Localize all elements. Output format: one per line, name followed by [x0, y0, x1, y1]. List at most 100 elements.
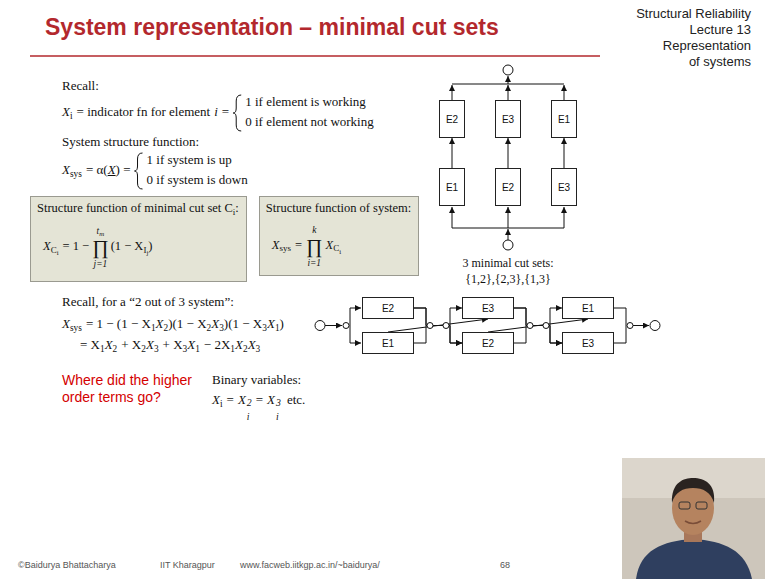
formula-text: 2 — [113, 344, 118, 354]
node-content: E1 — [558, 114, 570, 125]
element-label: E1 — [446, 182, 458, 193]
text-line: = X1X2+ X2X3+ X3X1− 2X1X2X3 — [80, 337, 260, 355]
formula-text: Structure function of system: — [266, 201, 411, 215]
element-box: E1 — [362, 332, 414, 354]
element-box: E2 — [462, 332, 514, 354]
presenter-video — [622, 458, 765, 579]
formula-row: ∏ — [306, 236, 322, 256]
element-label: E2 — [482, 338, 494, 349]
formula-text: = α( — [86, 162, 108, 177]
presenter-hair — [672, 478, 714, 503]
text-line: 0 if system is down — [147, 172, 248, 188]
wire — [626, 308, 627, 343]
formula-text: X — [43, 239, 51, 253]
body-text: System structure function: — [62, 134, 199, 149]
formula-text: X — [211, 316, 219, 331]
node-content: E2 — [502, 182, 514, 193]
presenter-glasses — [696, 502, 707, 509]
connector — [514, 326, 562, 344]
node-content: E3 — [558, 182, 570, 193]
element-label: E3 — [482, 303, 494, 314]
formula-text: ∏ — [306, 235, 322, 257]
formula-row: j=1 — [94, 257, 108, 270]
formula-text: Structure function of minimal cut set C — [37, 201, 233, 215]
junction-node — [343, 323, 349, 329]
node-row: E3 — [582, 338, 594, 349]
text-line: Representation — [663, 38, 751, 54]
formula-text: X — [187, 337, 195, 352]
footer-text: ©Baidurya Bhattacharya — [18, 560, 116, 570]
node-row: Structure function of system: — [266, 201, 411, 217]
text-line: Where did the higher order terms go? — [62, 372, 202, 406]
node-row: E1 — [582, 303, 594, 314]
connector — [414, 326, 462, 344]
formula-text: + X — [121, 337, 141, 352]
cut-set-list: {1,2},{2,3},{1,3} — [465, 272, 551, 286]
formula-text: 1 — [195, 344, 200, 354]
text-line: Xsys= α(X) = — [62, 162, 131, 180]
formula-text: 3 — [256, 344, 261, 354]
formula-text: i=1 — [307, 258, 321, 268]
node-row: E1 — [382, 338, 394, 349]
formula-text: X — [272, 238, 280, 252]
text-line: Structural Reliability — [636, 6, 751, 22]
element-label: E3 — [558, 182, 570, 193]
node-content: E1 — [382, 338, 394, 349]
node-content: E2 — [446, 114, 458, 125]
element-box: E3 — [562, 332, 614, 354]
body-text: Binary variables: — [212, 372, 301, 387]
element-box: E2 — [362, 297, 414, 319]
formula-row: 2 — [247, 395, 252, 409]
formula-text: sys — [70, 323, 82, 333]
text-line: 1 if system is up — [147, 152, 232, 168]
presenter-glasses — [679, 502, 690, 509]
terminal-node — [503, 240, 513, 250]
formula-text: X — [267, 392, 275, 407]
formula-text: 1 — [230, 344, 235, 354]
element-label: E2 — [446, 114, 458, 125]
node-content: E2 — [482, 338, 494, 349]
wire — [633, 325, 649, 326]
element-label: E1 — [558, 114, 570, 125]
curly-brace — [233, 95, 241, 131]
formula-text: 3 — [276, 397, 281, 408]
wire — [350, 308, 361, 309]
wire — [452, 85, 453, 100]
formula-text: sys — [279, 243, 291, 253]
formula-text: ∏ — [92, 236, 108, 258]
formula-text: 2 — [164, 323, 169, 333]
case-text: 0 if system is down — [147, 172, 248, 187]
formula-text: = X — [80, 337, 100, 352]
formula-text: : — [235, 201, 238, 215]
text-line: Xi=X2i=X3ietc. — [212, 392, 305, 422]
text-line: of systems — [689, 54, 751, 70]
body-text: Recall: — [62, 78, 99, 93]
element-box: E1 — [551, 100, 577, 138]
wire — [564, 85, 565, 100]
text-line: Recall: — [62, 78, 99, 94]
cut-set-formula-box: Structure function of minimal cut set Ci… — [30, 196, 247, 282]
node-row: Xsys=k∏i=1XCi — [272, 223, 411, 269]
junction-node — [543, 323, 549, 329]
title-rule — [30, 55, 600, 57]
formula-text: = indicator fn for element — [77, 104, 211, 119]
system-formula-box: Structure function of system:Xsys=k∏i=1X… — [259, 196, 419, 276]
node-row: E2 — [446, 114, 458, 125]
formula-stack: 2i — [247, 395, 252, 422]
connector — [414, 308, 462, 326]
bus-bar — [452, 84, 564, 85]
node-content: E1 — [446, 182, 458, 193]
wire — [350, 308, 351, 343]
element-box: E2 — [495, 168, 521, 206]
curly-brace — [135, 153, 143, 189]
wire — [614, 343, 626, 344]
element-label: E1 — [382, 338, 394, 349]
connector — [388, 319, 488, 332]
formula-row: i — [276, 409, 279, 423]
formula-text: − 2X — [204, 337, 230, 352]
text-line: ©Baidurya Bhattacharya — [18, 560, 116, 571]
text-line: System structure function: — [62, 134, 199, 150]
formula-text: X — [62, 162, 70, 177]
text-line: 3 minimal cut sets: — [463, 256, 554, 270]
